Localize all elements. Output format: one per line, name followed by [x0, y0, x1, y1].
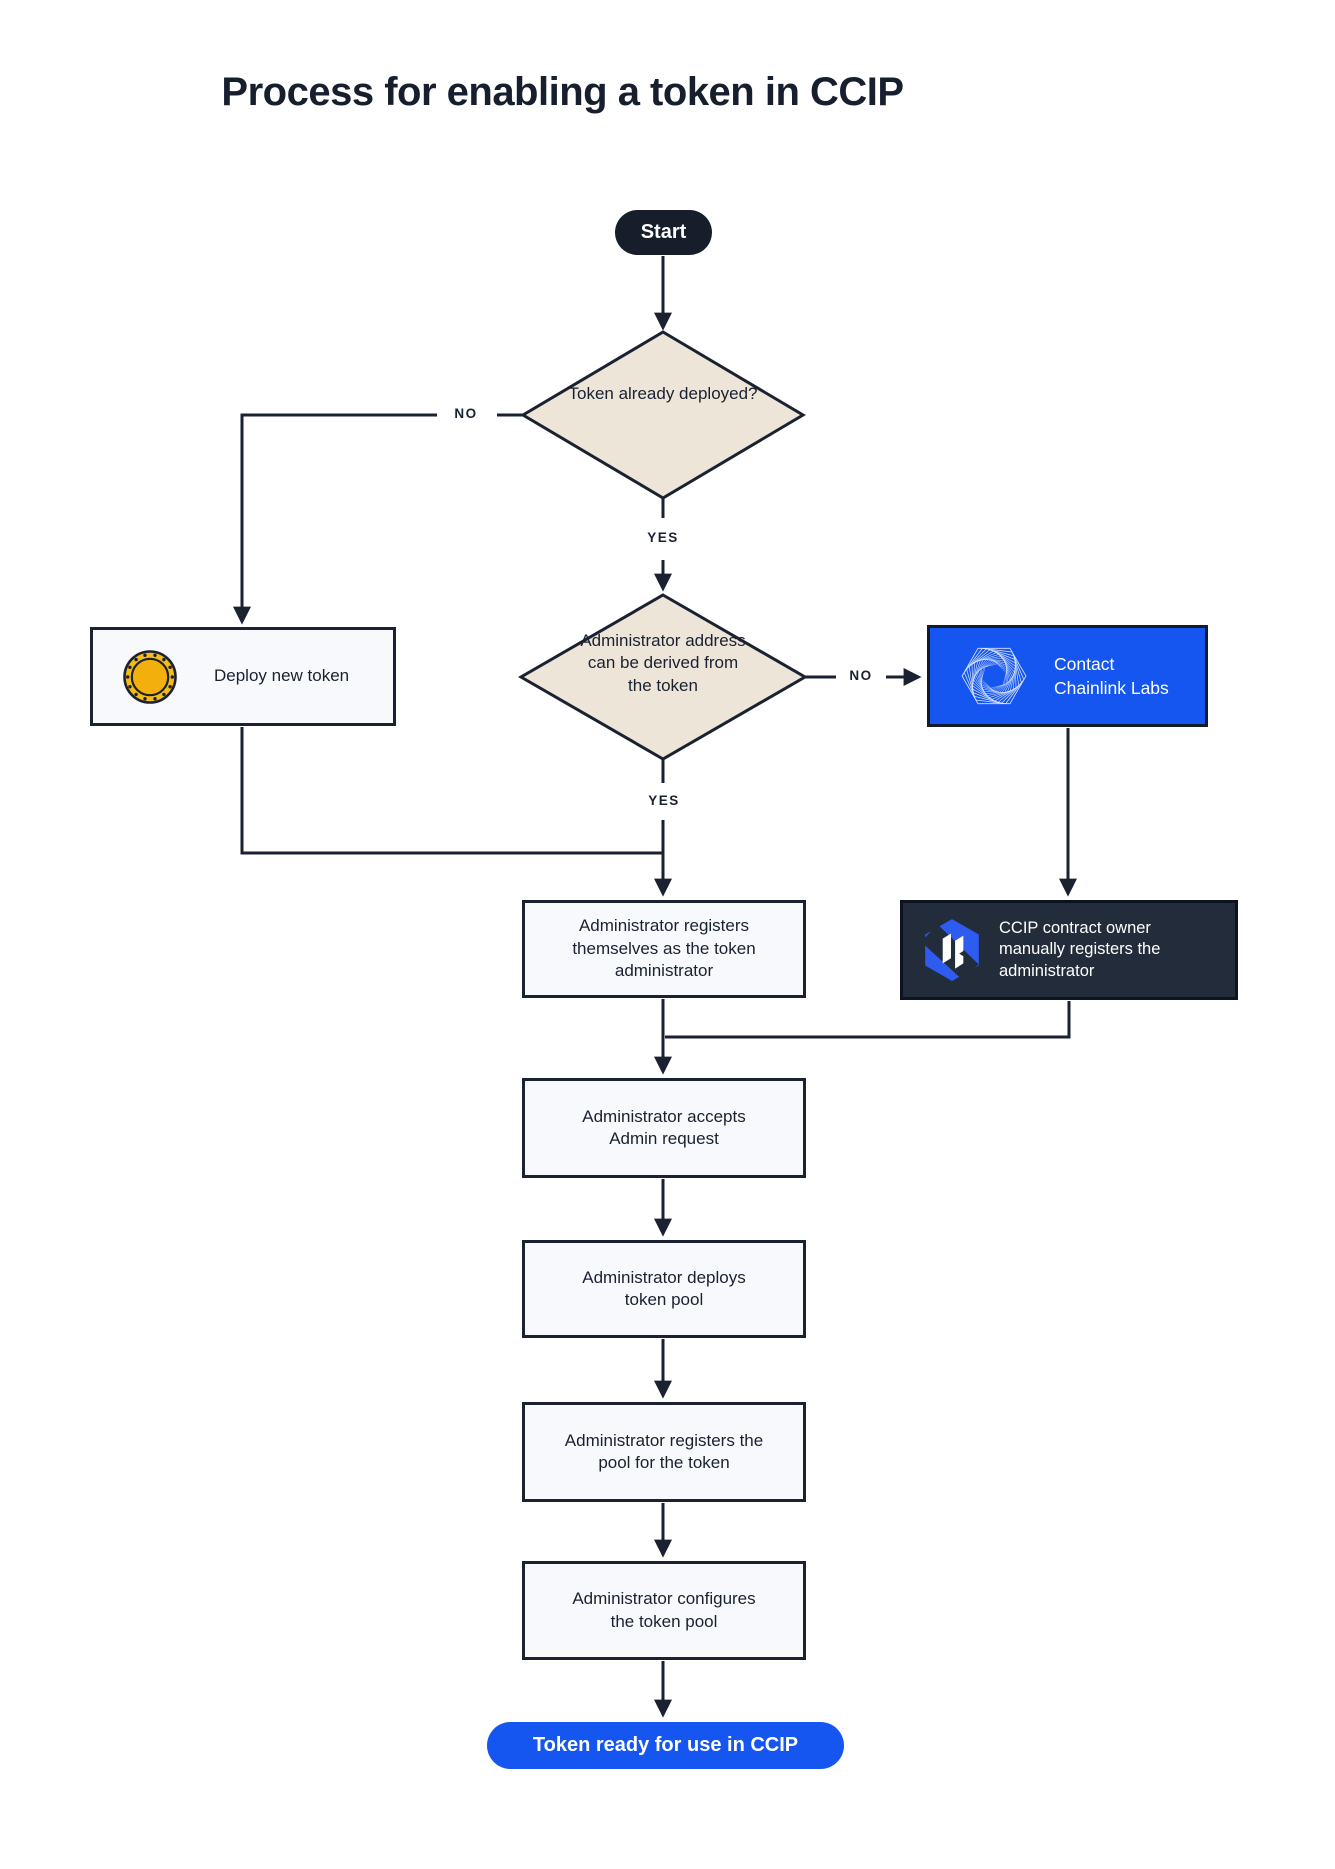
- step-label: Administrator deploys token pool: [582, 1267, 746, 1309]
- step-label: CCIP contract owner manually registers t…: [999, 918, 1161, 980]
- edge-label-yes-1: YES: [647, 530, 679, 545]
- decision-token-deployed-label: Token already deployed?: [568, 384, 758, 403]
- start-node: Start: [615, 210, 712, 255]
- step-admin-registers: Administrator registers themselves as th…: [522, 900, 806, 998]
- chainlink-labs-icon: [960, 642, 1028, 710]
- step-admin-accepts: Administrator accepts Admin request: [522, 1078, 806, 1178]
- step-label: Deploy new token: [214, 666, 350, 686]
- step-label: Administrator configures the token pool: [572, 1589, 756, 1631]
- end-label: Token ready for use in CCIP: [532, 1734, 799, 1756]
- page-title: Process for enabling a token in CCIP: [221, 70, 904, 114]
- step-ccip-owner-registers: CCIP contract owner manually registers t…: [900, 900, 1238, 1000]
- end-node: Token ready for use in CCIP: [487, 1722, 844, 1769]
- step-label: Administrator registers themselves as th…: [572, 916, 756, 981]
- step-label: Administrator accepts Admin request: [582, 1106, 746, 1148]
- start-label: Start: [640, 221, 687, 243]
- flow-arrows: [233, 256, 1077, 1718]
- edge-label-yes-2: YES: [648, 793, 680, 808]
- step-label: Contact Chainlink Labs: [1054, 653, 1169, 699]
- step-deploy-new-token: Deploy new token: [90, 627, 396, 726]
- step-admin-deploys-pool: Administrator deploys token pool: [522, 1240, 806, 1338]
- edge-label-no-2: NO: [849, 668, 873, 683]
- token-coin-icon: [122, 649, 178, 705]
- edge-label-no-1: NO: [454, 406, 478, 421]
- step-admin-configures-pool: Administrator configures the token pool: [522, 1561, 806, 1660]
- step-admin-registers-pool: Administrator registers the pool for the…: [522, 1402, 806, 1502]
- decision-token-deployed-shape: [520, 330, 806, 500]
- ccip-logo-icon: [919, 917, 985, 983]
- step-label: Administrator registers the pool for the…: [564, 1430, 764, 1472]
- decision-admin-address-shape: [518, 593, 808, 761]
- step-contact-chainlink-labs: Contact Chainlink Labs: [927, 625, 1208, 727]
- decision-admin-address-label: Administrator address can be derived fro…: [580, 631, 746, 695]
